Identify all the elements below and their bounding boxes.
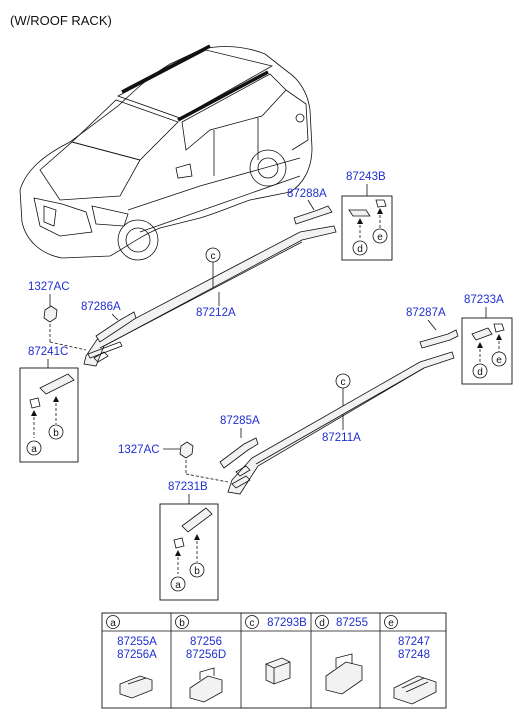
clip-87256-illustration xyxy=(189,675,223,703)
legend-e-line2: 87248 xyxy=(398,649,430,661)
front-cover-87286A xyxy=(95,311,137,343)
clip-87255A-illustration xyxy=(119,675,153,699)
letter-a-87231B: a xyxy=(170,576,186,592)
letter-d-87243B: d xyxy=(352,240,368,256)
callout-87287A: 87287A xyxy=(406,307,446,319)
callout-87243B: 87243B xyxy=(346,171,386,183)
svg-text:b: b xyxy=(179,618,185,629)
svg-text:a: a xyxy=(175,580,181,591)
callout-87285A: 87285A xyxy=(220,415,260,427)
legend-c-line1: 87293B xyxy=(267,617,307,629)
roof-rail-87211A xyxy=(227,351,455,495)
front-cover-87285A xyxy=(219,437,259,469)
kit-box-87233A xyxy=(461,317,513,385)
callout-87211A: 87211A xyxy=(322,432,361,444)
legend-d-line1: 87255 xyxy=(336,617,368,629)
legend-a-line1: 87255A xyxy=(117,636,157,648)
callout-87233A: 87233A xyxy=(464,294,504,306)
callout-87241C: 87241C xyxy=(28,346,68,358)
letter-d-87233A: d xyxy=(472,363,488,379)
front-cover-87287A xyxy=(419,329,459,349)
clip-87255-illustration xyxy=(325,661,363,695)
svg-text:d: d xyxy=(357,244,363,255)
legend-cell-d: d 87255 xyxy=(315,615,368,695)
legend-a-line2: 87256A xyxy=(117,649,157,661)
front-cover-87288A xyxy=(293,205,333,225)
svg-text:e: e xyxy=(496,355,502,366)
callout-87212A: 87212A xyxy=(196,307,236,319)
legend-cell-b: b 87256 87256D xyxy=(175,615,226,703)
legend-cell-a: a 87255A 87256A xyxy=(106,615,157,699)
legend-b-line1: 87256 xyxy=(190,636,222,648)
kit-box-87231B xyxy=(159,503,219,601)
legend-cell-c: c 87293B xyxy=(245,615,307,685)
svg-text:d: d xyxy=(319,618,325,629)
svg-text:a: a xyxy=(110,618,116,629)
svg-text:c: c xyxy=(211,251,216,262)
legend-e-line1: 87247 xyxy=(398,636,430,648)
nut-1327AC-bottom xyxy=(179,441,194,459)
callout-87231B: 87231B xyxy=(168,481,208,493)
nut-1327AC-top xyxy=(43,305,58,323)
svg-text:a: a xyxy=(31,444,37,455)
legend-b-line2: 87256D xyxy=(186,649,226,661)
callout-87286A: 87286A xyxy=(81,301,121,313)
letter-e-87233A: e xyxy=(491,351,507,367)
legend-cell-e: e 87247 87248 xyxy=(384,615,437,705)
callout-87288A: 87288A xyxy=(287,188,327,200)
svg-text:c: c xyxy=(250,618,255,629)
legend-table: a 87255A 87256A b 87256 87256D c 87293B xyxy=(101,612,447,709)
letter-b-87231B: b xyxy=(189,562,205,578)
svg-text:b: b xyxy=(53,428,59,439)
callout-1327AC-bottom: 1327AC xyxy=(118,444,160,456)
svg-text:e: e xyxy=(377,232,383,243)
letter-e-87243B: e xyxy=(372,228,388,244)
letter-b-87241C: b xyxy=(48,424,64,440)
svg-text:c: c xyxy=(341,377,346,388)
callout-1327AC-top: 1327AC xyxy=(28,281,70,293)
diagram-header: (W/ROOF RACK) xyxy=(10,13,112,28)
letter-a-87241C: a xyxy=(26,440,42,456)
svg-text:e: e xyxy=(388,618,394,629)
svg-text:d: d xyxy=(477,367,483,378)
letter-c-lower: c xyxy=(335,373,351,389)
svg-text:b: b xyxy=(194,566,200,577)
roof-rail-87212A xyxy=(83,225,337,367)
letter-c-upper: c xyxy=(205,247,221,263)
suv-illustration xyxy=(19,44,313,261)
